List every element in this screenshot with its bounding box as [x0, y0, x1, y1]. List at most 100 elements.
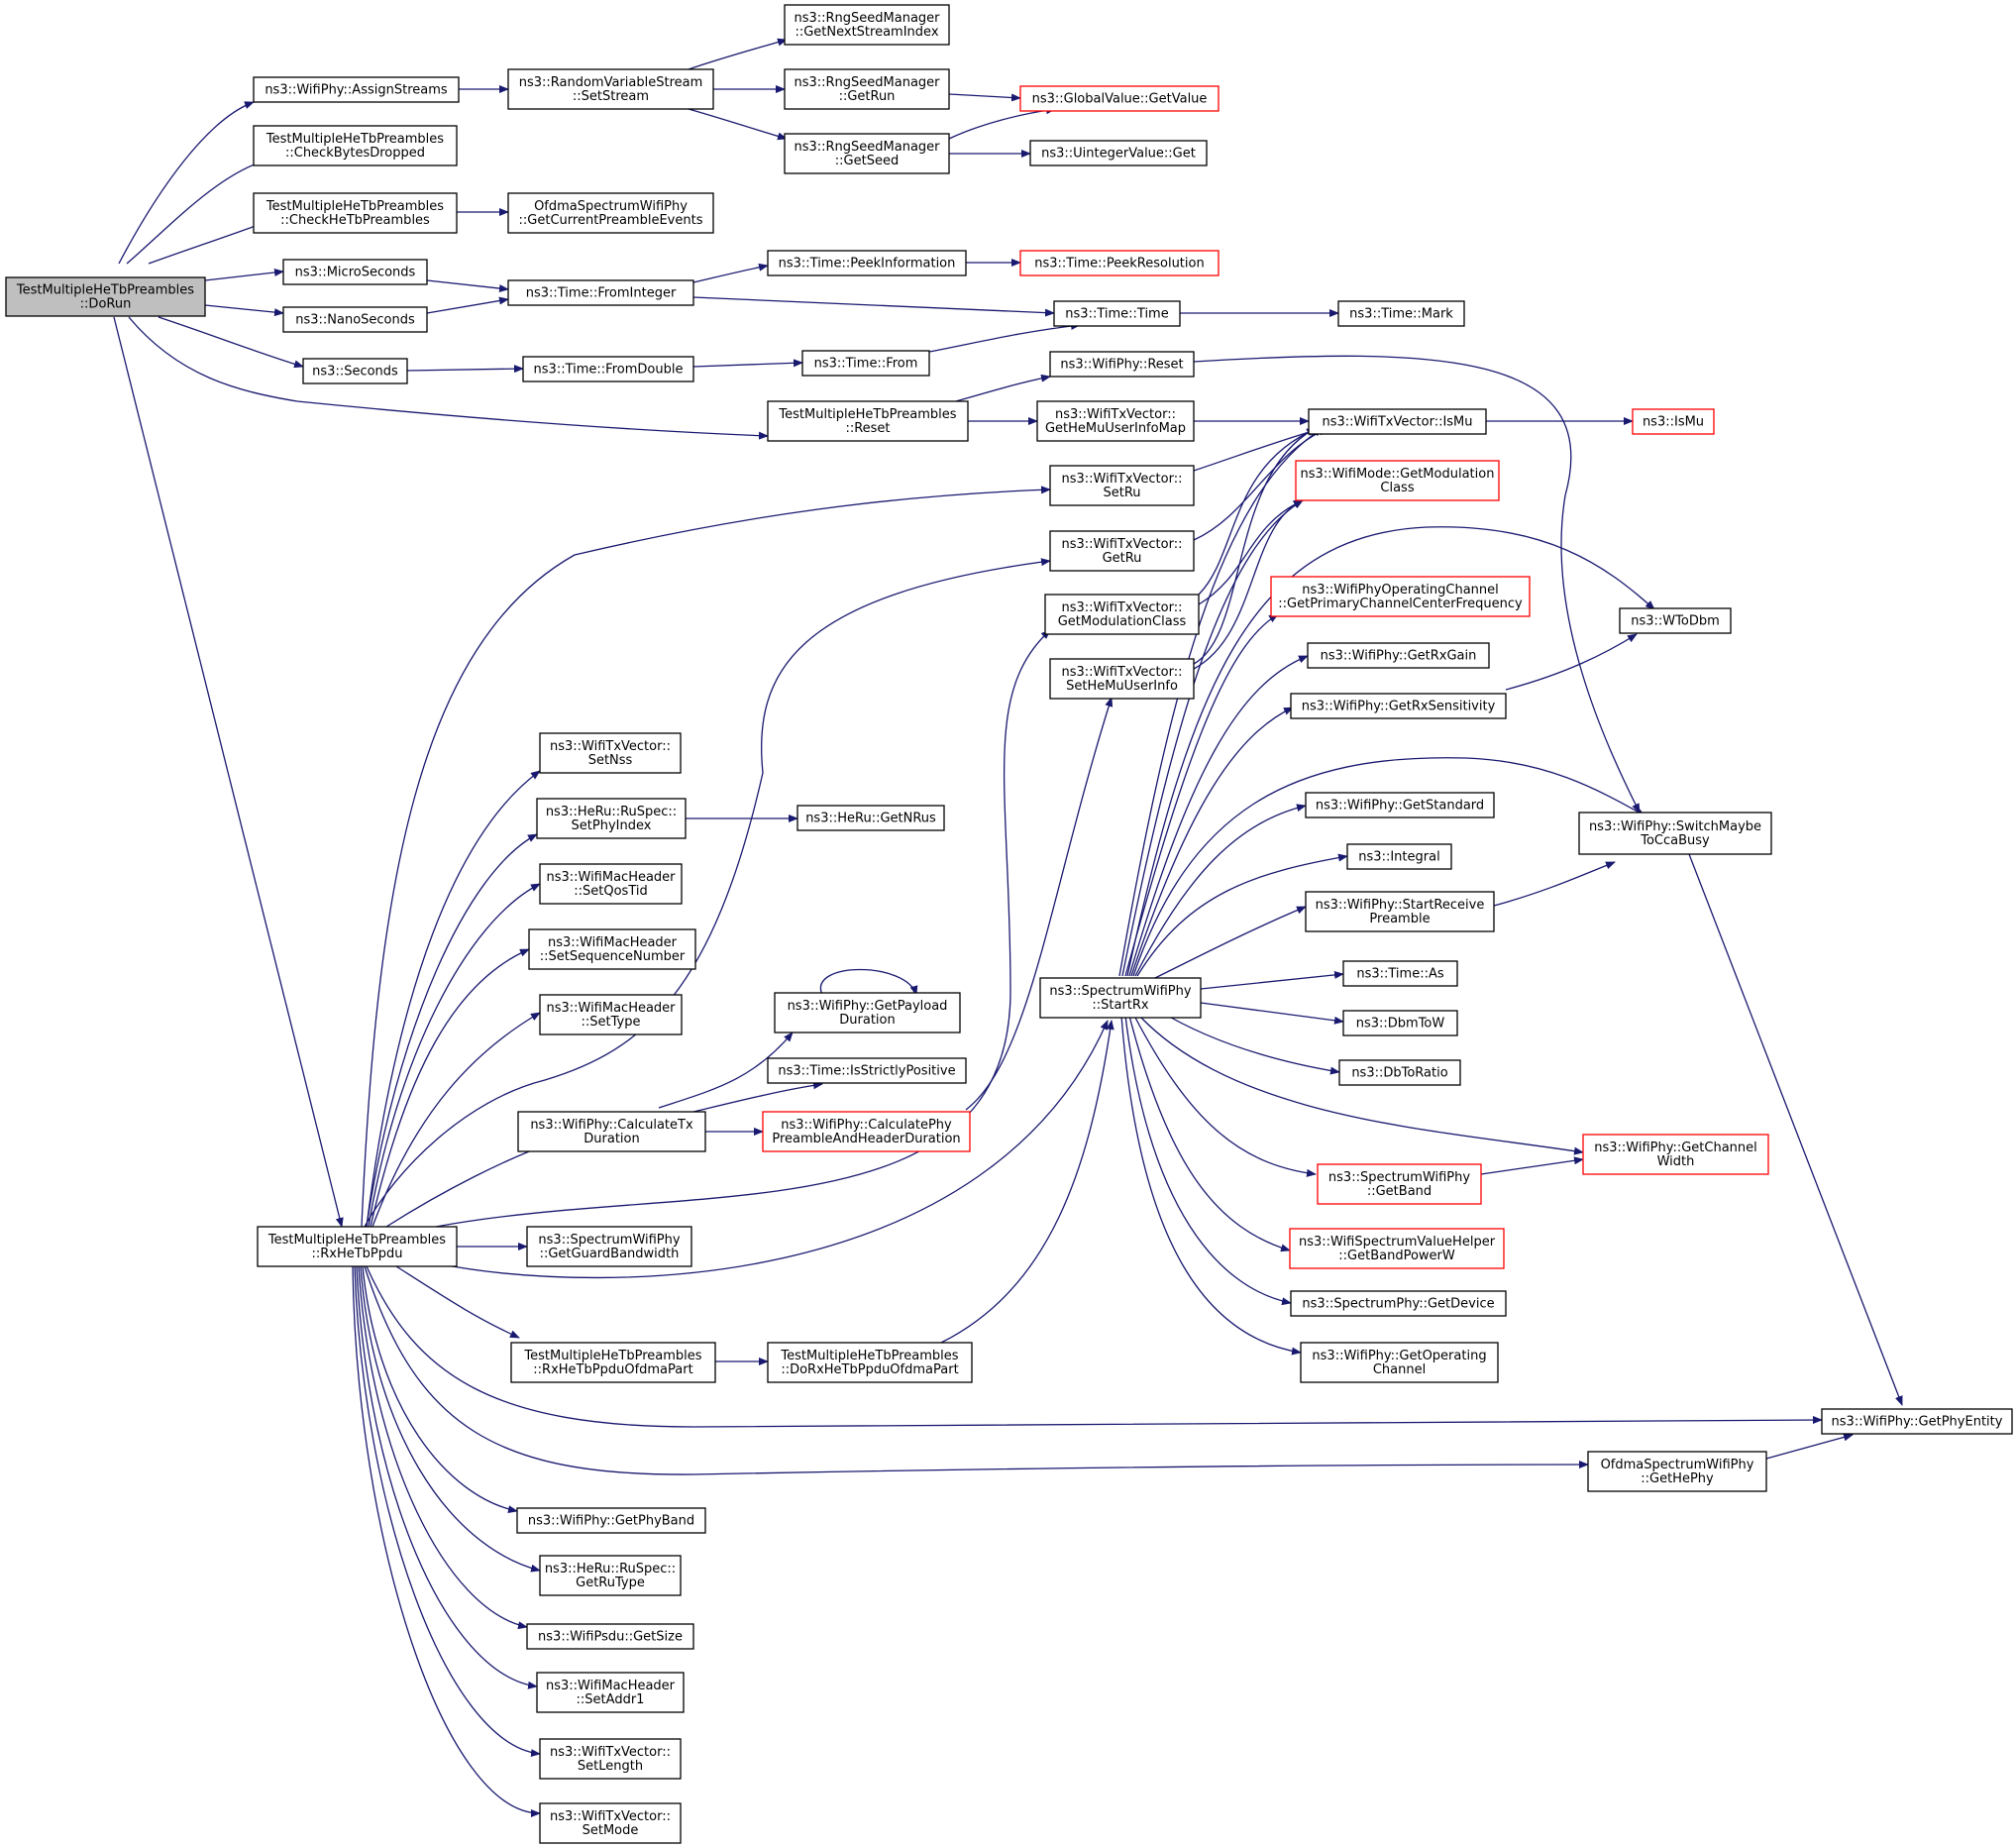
node-label: TestMultipleHeTbPreambles	[265, 199, 444, 214]
node-label: ns3::WifiTxVector::	[1061, 472, 1182, 487]
function-node-n29[interactable]: ns3::WifiTxVector::GetModulationClass	[1044, 594, 1200, 635]
function-node-n52[interactable]: ns3::WifiPhy::CalculatePhyPreambleAndHea…	[762, 1111, 971, 1152]
function-node-n67[interactable]: ns3::WifiMacHeader::SetAddr1	[536, 1672, 685, 1713]
function-node-n10[interactable]: OfdmaSpectrumWifiPhy::GetCurrentPreamble…	[507, 192, 714, 234]
function-node-n50[interactable]: ns3::DbToRatio	[1338, 1059, 1461, 1086]
node-label: SetHeMuUserInfo	[1066, 679, 1178, 694]
function-node-n40[interactable]: ns3::Integral	[1346, 843, 1452, 870]
call-edge	[1130, 707, 1294, 977]
function-node-n63[interactable]: OfdmaSpectrumWifiPhy::GetHePhy	[1587, 1451, 1767, 1492]
function-node-n69[interactable]: ns3::WifiTxVector::SetMode	[539, 1802, 682, 1844]
function-node-n3[interactable]: ns3::RngSeedManager::GetNextStreamIndex	[784, 4, 950, 46]
function-node-n58[interactable]: ns3::SpectrumPhy::GetDevice	[1290, 1290, 1507, 1317]
function-node-n11[interactable]: ns3::MicroSeconds	[282, 259, 428, 285]
call-edge	[688, 108, 788, 141]
function-node-n24[interactable]: ns3::WifiTxVector::IsMu	[1308, 408, 1487, 435]
function-node-n30[interactable]: ns3::WifiPhyOperatingChannel::GetPrimary…	[1270, 576, 1531, 617]
call-edge	[948, 106, 1056, 140]
call-edge	[126, 158, 269, 265]
function-node-n8[interactable]: TestMultipleHeTbPreambles::CheckBytesDro…	[253, 125, 458, 166]
function-node-n28[interactable]: ns3::WifiTxVector::GetRu	[1049, 530, 1195, 572]
node-box	[1308, 408, 1487, 435]
function-node-n54[interactable]: ns3::SpectrumWifiPhy::GetBand	[1317, 1163, 1482, 1205]
function-node-n49[interactable]: ns3::Time::IsStrictlyPositive	[767, 1057, 967, 1084]
function-node-n25[interactable]: ns3::IsMu	[1632, 408, 1715, 435]
node-label: ns3::WifiPhy::GetStandard	[1316, 799, 1484, 814]
node-label: ns3::SpectrumPhy::GetDevice	[1302, 1297, 1494, 1312]
function-node-n48[interactable]: ns3::DbmToW	[1342, 1010, 1458, 1036]
node-label: ns3::WifiSpectrumValueHelper	[1299, 1235, 1496, 1250]
function-node-n20[interactable]: ns3::Time::From	[801, 350, 930, 377]
function-node-n6[interactable]: ns3::RngSeedManager::GetSeed	[784, 133, 950, 174]
function-node-n56[interactable]: ns3::SpectrumWifiPhy::GetGuardBandwidth	[526, 1226, 692, 1267]
node-box	[253, 125, 458, 166]
function-node-n45[interactable]: ns3::WifiMacHeader::SetType	[539, 994, 683, 1035]
node-box	[1039, 977, 1202, 1019]
node-label: ns3::Time::FromDouble	[534, 363, 684, 378]
function-node-n55[interactable]: TestMultipleHeTbPreambles::RxHeTbPpdu	[257, 1226, 458, 1267]
function-node-n15[interactable]: ns3::Time::Time	[1053, 300, 1181, 327]
function-node-n33[interactable]: ns3::WifiPhy::GetRxGain	[1307, 642, 1490, 669]
function-node-n44[interactable]: ns3::Time::As	[1342, 960, 1458, 987]
node-label: ns3::WifiPhy::GetChannel	[1594, 1141, 1757, 1155]
function-nodes: TestMultipleHeTbPreambles::DoRun ns3::Wi…	[5, 4, 2013, 1844]
function-node-n31[interactable]: ns3::WToDbm	[1619, 607, 1732, 634]
function-node-n27[interactable]: ns3::WifiMode::GetModulationClass	[1295, 460, 1500, 501]
function-node-n36[interactable]: ns3::HeRu::RuSpec::SetPhyIndex	[536, 798, 687, 839]
call-edge	[1136, 853, 1348, 977]
function-node-n41[interactable]: ns3::WifiMacHeader::SetQosTid	[539, 863, 683, 905]
function-node-n21[interactable]: TestMultipleHeTbPreambles::Reset	[767, 400, 969, 442]
function-node-n16[interactable]: ns3::Time::Mark	[1337, 300, 1465, 327]
function-node-n32[interactable]: ns3::WifiTxVector::SetHeMuUserInfo	[1049, 658, 1195, 700]
node-label: ::RxHeTbPpduOfdmaPart	[533, 1362, 692, 1377]
function-node-n19[interactable]: ns3::Time::FromDouble	[522, 356, 694, 382]
node-label: ns3::Time::Mark	[1349, 307, 1453, 322]
function-node-n60[interactable]: TestMultipleHeTbPreambles::DoRxHeTbPpduO…	[767, 1342, 973, 1383]
function-node-n18[interactable]: ns3::Seconds	[302, 358, 408, 384]
function-node-n35[interactable]: ns3::WifiTxVector::SetNss	[539, 732, 682, 774]
node-label: ns3::RandomVariableStream	[519, 75, 703, 90]
function-node-n64[interactable]: ns3::WifiPhy::GetPhyBand	[516, 1507, 706, 1534]
function-node-n14[interactable]: ns3::Time::PeekResolution	[1019, 250, 1220, 276]
function-node-n62[interactable]: ns3::WifiPhy::GetPhyEntity	[1821, 1408, 2013, 1435]
node-box	[1821, 1408, 2013, 1435]
function-node-n34[interactable]: ns3::WifiPhy::GetRxSensitivity	[1290, 693, 1507, 719]
function-node-n22[interactable]: ns3::WifiPhy::Reset	[1049, 351, 1195, 378]
function-node-n37[interactable]: ns3::HeRu::GetNRus	[796, 805, 945, 831]
call-edge	[1121, 499, 1304, 977]
function-node-n26[interactable]: ns3::WifiTxVector::SetRu	[1049, 465, 1195, 506]
call-edge	[1158, 1010, 1340, 1075]
function-node-n47[interactable]: ns3::SpectrumWifiPhy::StartRx	[1039, 977, 1202, 1019]
function-node-n5[interactable]: ns3::GlobalValue::GetValue	[1019, 85, 1220, 112]
call-edge	[940, 1020, 1114, 1344]
node-box	[1307, 642, 1490, 669]
function-node-n1[interactable]: ns3::WifiPhy::AssignStreams	[253, 76, 460, 103]
call-edge	[370, 948, 530, 1228]
function-node-n59[interactable]: TestMultipleHeTbPreambles::RxHeTbPpduOfd…	[510, 1342, 716, 1383]
function-node-n2[interactable]: ns3::RandomVariableStream::SetStream	[507, 68, 714, 110]
function-node-n13[interactable]: ns3::Time::PeekInformation	[767, 250, 967, 276]
function-node-n23[interactable]: ns3::WifiTxVector::GetHeMuUserInfoMap	[1036, 400, 1195, 442]
node-box	[1346, 843, 1452, 870]
function-node-n9[interactable]: TestMultipleHeTbPreambles::CheckHeTbPrea…	[253, 192, 458, 234]
function-node-n66[interactable]: ns3::WifiPsdu::GetSize	[526, 1623, 694, 1650]
function-node-n12[interactable]: ns3::Time::FromInteger	[507, 279, 694, 306]
function-node-n7[interactable]: ns3::UintegerValue::Get	[1029, 140, 1208, 166]
function-node-n68[interactable]: ns3::WifiTxVector::SetLength	[539, 1738, 682, 1780]
function-node-n4[interactable]: ns3::RngSeedManager::GetRun	[784, 68, 950, 110]
function-node-n65[interactable]: ns3::HeRu::RuSpec::GetRuType	[539, 1555, 682, 1596]
function-node-n0[interactable]: TestMultipleHeTbPreambles::DoRun	[5, 276, 206, 317]
function-node-n17[interactable]: ns3::NanoSeconds	[282, 306, 428, 333]
function-node-n38[interactable]: ns3::WifiPhy::GetStandard	[1305, 792, 1495, 818]
node-label: ns3::WifiPhy::AssignStreams	[265, 83, 448, 98]
function-node-n43[interactable]: ns3::WifiMacHeader::SetSequenceNumber	[528, 928, 696, 970]
node-label: ns3::NanoSeconds	[295, 313, 415, 328]
node-box	[282, 259, 428, 285]
function-node-n57[interactable]: ns3::WifiSpectrumValueHelper::GetBandPow…	[1289, 1228, 1505, 1269]
